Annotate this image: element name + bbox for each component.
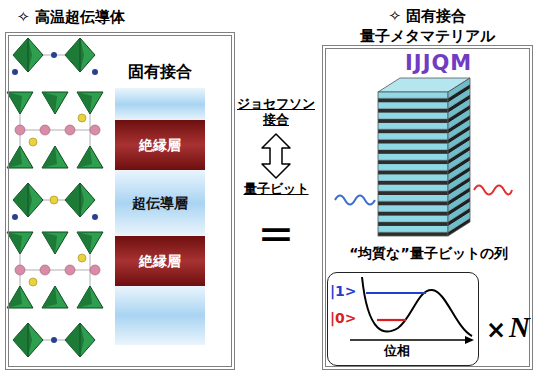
potential-well xyxy=(350,277,474,344)
ijjqm-logo: IJJQM xyxy=(405,52,472,75)
layer-label: 超伝導層 xyxy=(115,195,205,212)
insulating-layer: 絶縁層 xyxy=(115,120,205,170)
input-wave xyxy=(335,196,375,205)
superconducting-band xyxy=(115,286,205,345)
double-arrow xyxy=(262,134,290,178)
state-label: |1> xyxy=(330,283,357,301)
potential-box: |1> |0> 位相 xyxy=(327,272,479,366)
equals-sign: = xyxy=(251,212,301,256)
layer-label: 絶縁層 xyxy=(115,137,205,154)
qubit-label: 量子ビット xyxy=(228,181,324,197)
qubit-array-caption: “均質な”量子ビットの列 xyxy=(326,245,531,263)
insulating-layer: 絶縁層 xyxy=(115,236,205,286)
times-sign: × xyxy=(486,318,506,342)
output-wave xyxy=(474,186,512,195)
state-label: |0> xyxy=(330,310,357,328)
panel-heading: ✧ 高温超伝導体 xyxy=(17,8,125,27)
panel-subheading: 量子メタマテリアル xyxy=(326,27,529,46)
junction-label: ジョセフソン接合 xyxy=(236,96,316,129)
stack-heading: 固有接合 xyxy=(108,62,212,82)
metamaterial-cube xyxy=(378,78,470,236)
layer-label: 絶縁層 xyxy=(115,253,205,270)
superconducting-layer: 超伝導層 xyxy=(115,170,205,236)
panel-heading: ✧ 固有接合 xyxy=(326,7,529,26)
panel-box: ✧ 高温超伝導体固有接合絶縁層超伝導層絶縁層 xyxy=(5,32,235,370)
axis-label: 位相 xyxy=(384,343,410,359)
layer-stack: 固有接合絶縁層超伝導層絶縁層 xyxy=(108,56,212,356)
superconducting-band xyxy=(115,88,205,121)
count-symbol: N xyxy=(509,313,530,342)
crystal-structure xyxy=(7,38,103,357)
